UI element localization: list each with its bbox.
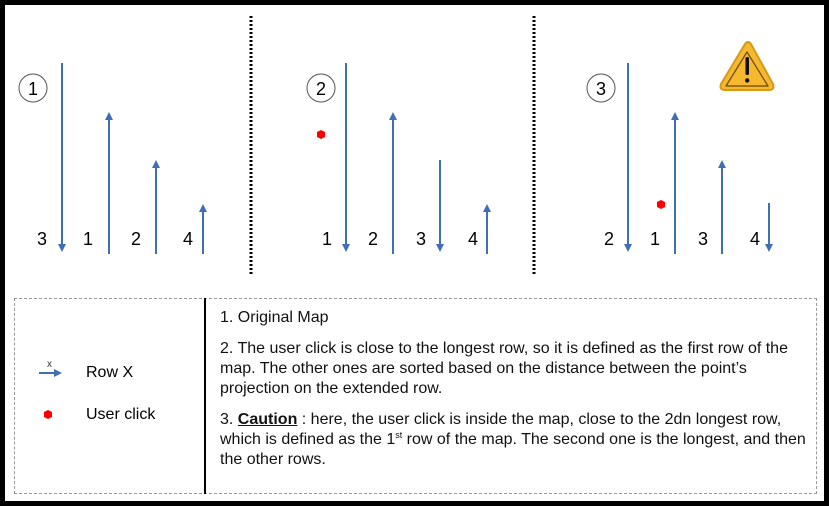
row-label: 2 bbox=[368, 229, 378, 249]
row-label: 3 bbox=[698, 229, 708, 249]
description-item-1: 1. Original Map bbox=[220, 309, 329, 326]
item3-text-1: : here, the user click is inside the map… bbox=[220, 411, 782, 448]
legend-box bbox=[14, 298, 817, 494]
row-label: 3 bbox=[416, 229, 426, 249]
description-item-3: 3. Caution : here, the user click is ins… bbox=[220, 410, 810, 470]
panel-1: 1 3 1 2 4 bbox=[18, 63, 207, 254]
panel-3: 3 2 1 3 4 bbox=[586, 41, 775, 254]
panels-area: 1 3 1 2 4 2 1 2 3 4 3 2 1 3 4 bbox=[18, 16, 775, 274]
user-click-marker bbox=[657, 200, 665, 209]
row-label: 4 bbox=[183, 229, 193, 249]
row-label: 2 bbox=[131, 229, 141, 249]
row-label: 1 bbox=[322, 229, 332, 249]
panel-badge-label: 1 bbox=[28, 79, 38, 99]
row-label: 1 bbox=[83, 229, 93, 249]
row-marker-label: x bbox=[47, 359, 52, 370]
user-click-icon bbox=[44, 410, 52, 419]
legend-click-label: User click bbox=[86, 406, 156, 423]
caution-label: Caution bbox=[237, 411, 298, 428]
legend-divider bbox=[204, 298, 206, 494]
item3-prefix: 3. bbox=[220, 411, 238, 428]
description-item-2: 2. The user click is close to the longes… bbox=[220, 340, 788, 397]
panel-badge-label: 3 bbox=[596, 79, 606, 99]
row-label: 1 bbox=[650, 229, 660, 249]
legend-row-label: Row X bbox=[86, 364, 134, 381]
row-arrow-icon: x bbox=[39, 359, 62, 377]
description-text: 1. Original Map 2. The user click is clo… bbox=[220, 308, 810, 481]
row-label: 3 bbox=[37, 229, 47, 249]
panel-badge bbox=[18, 73, 48, 103]
panel-badge-label: 2 bbox=[316, 79, 326, 99]
item3-superscript: st bbox=[395, 430, 403, 440]
row-label: 4 bbox=[468, 229, 478, 249]
panel-badge bbox=[306, 73, 336, 103]
panel-badge bbox=[586, 73, 616, 103]
warning-icon bbox=[719, 41, 775, 91]
row-label: 2 bbox=[604, 229, 614, 249]
item3-text-2: row of the map. The second one is the lo… bbox=[220, 431, 806, 468]
user-click-marker bbox=[317, 130, 325, 139]
row-label: 4 bbox=[750, 229, 760, 249]
panel-2: 2 1 2 3 4 bbox=[306, 63, 491, 254]
